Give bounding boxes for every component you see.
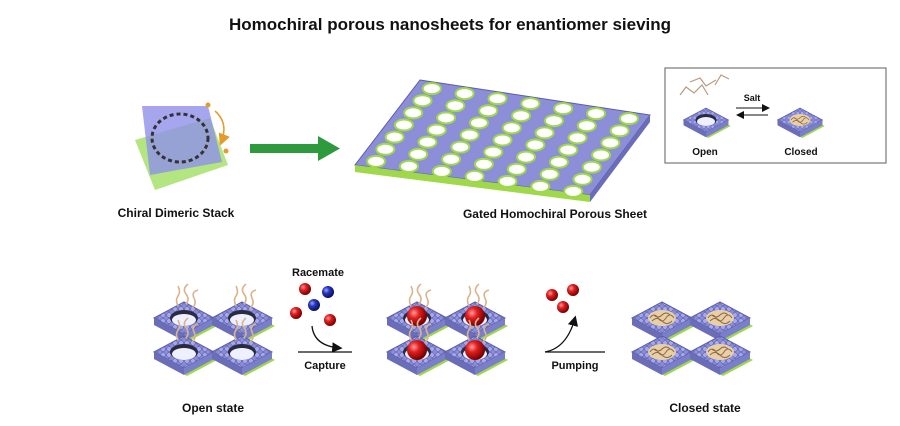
sheet-pore bbox=[492, 133, 513, 147]
chiral-dimeric-stack-illustration bbox=[135, 102, 230, 190]
sheet-pore bbox=[600, 136, 621, 150]
sheet-pore bbox=[511, 109, 532, 123]
inset-closed-label: Closed bbox=[784, 147, 817, 158]
sheet-pore bbox=[539, 167, 560, 181]
sheet-pore bbox=[591, 148, 612, 162]
porous-sheet-illustration bbox=[354, 79, 651, 202]
green-arrow-icon bbox=[250, 136, 340, 161]
sheet-pore bbox=[525, 138, 546, 152]
red-enantiomer bbox=[324, 314, 336, 326]
capture-arrow-icon bbox=[311, 325, 343, 353]
sheet-pore bbox=[618, 112, 639, 126]
sheet-pore bbox=[586, 107, 607, 121]
sheet-pore bbox=[483, 145, 504, 159]
sheet-pore bbox=[558, 143, 579, 157]
sheet-pore bbox=[450, 140, 471, 154]
sheet-pore bbox=[464, 169, 485, 183]
sheet-pore bbox=[384, 130, 405, 144]
sheet-pore bbox=[426, 123, 447, 137]
sheet-pore bbox=[468, 116, 489, 130]
racemate-molecules bbox=[290, 283, 336, 326]
sheet-pore bbox=[609, 124, 630, 138]
salt-label: Salt bbox=[744, 93, 761, 103]
stack-label: Chiral Dimeric Stack bbox=[118, 206, 235, 220]
red-enantiomer bbox=[557, 301, 569, 313]
sheet-pore bbox=[478, 104, 499, 118]
sheet-pore bbox=[576, 119, 597, 133]
racemate-label: Racemate bbox=[292, 267, 344, 279]
sheet-label: Gated Homochiral Porous Sheet bbox=[463, 207, 647, 221]
sheet-pore bbox=[506, 162, 527, 176]
open-chains bbox=[679, 74, 730, 96]
sheet-pore bbox=[421, 82, 442, 96]
sheet-pore bbox=[473, 157, 494, 171]
captured-state-cluster bbox=[386, 283, 509, 377]
sheet-pore bbox=[501, 121, 522, 135]
sheet-pore bbox=[412, 94, 433, 108]
released-molecules bbox=[546, 284, 579, 313]
sheet-pore bbox=[516, 150, 537, 164]
sheet-pore bbox=[398, 159, 419, 173]
blue-enantiomer bbox=[308, 299, 320, 311]
sheet-pore bbox=[408, 147, 429, 161]
sheet-pore bbox=[567, 131, 588, 145]
sheet-pore bbox=[563, 184, 584, 198]
sheet-pore bbox=[393, 118, 414, 132]
red-enantiomer bbox=[546, 289, 558, 301]
open-state-label: Open state bbox=[182, 401, 244, 415]
sheet-pore bbox=[454, 87, 475, 101]
sheet-pore bbox=[445, 99, 466, 113]
open-state-cluster bbox=[153, 283, 276, 377]
sheet-pore bbox=[534, 126, 555, 140]
sheet-pore bbox=[487, 92, 508, 106]
figure-title: Homochiral porous nanosheets for enantio… bbox=[229, 15, 671, 34]
pumping-arrow-icon bbox=[544, 315, 579, 353]
sheet-pore bbox=[375, 142, 396, 156]
red-enantiomer bbox=[567, 284, 579, 296]
sheet-pore bbox=[459, 128, 480, 142]
sheet-pore bbox=[520, 97, 541, 111]
capture-label: Capture bbox=[304, 360, 346, 372]
macrocycle-ring bbox=[150, 112, 210, 164]
sheet-pore bbox=[572, 172, 593, 186]
sheet-pore bbox=[431, 164, 452, 178]
pumping-label: Pumping bbox=[551, 360, 598, 372]
sheet-pore bbox=[366, 154, 387, 168]
closed-state-cluster bbox=[631, 301, 754, 377]
red-enantiomer bbox=[290, 307, 302, 319]
closed-state-label: Closed state bbox=[669, 401, 741, 415]
sheet-pore bbox=[497, 174, 518, 188]
rotation-arrow-icon bbox=[214, 110, 230, 146]
inset-open-label: Open bbox=[692, 147, 718, 158]
gating-inset: Open Closed Salt bbox=[664, 67, 887, 164]
sheet-pore bbox=[417, 135, 438, 149]
blue-enantiomer bbox=[322, 286, 334, 298]
sheet-pore bbox=[548, 155, 569, 169]
red-enantiomer bbox=[299, 283, 311, 295]
sheet-pore bbox=[403, 106, 424, 120]
sheet-pore bbox=[581, 160, 602, 174]
sheet-pore bbox=[543, 114, 564, 128]
sheet-pore bbox=[553, 102, 574, 116]
sheet-pore bbox=[530, 179, 551, 193]
sheet-pore bbox=[441, 152, 462, 166]
sheet-pore bbox=[436, 111, 457, 125]
